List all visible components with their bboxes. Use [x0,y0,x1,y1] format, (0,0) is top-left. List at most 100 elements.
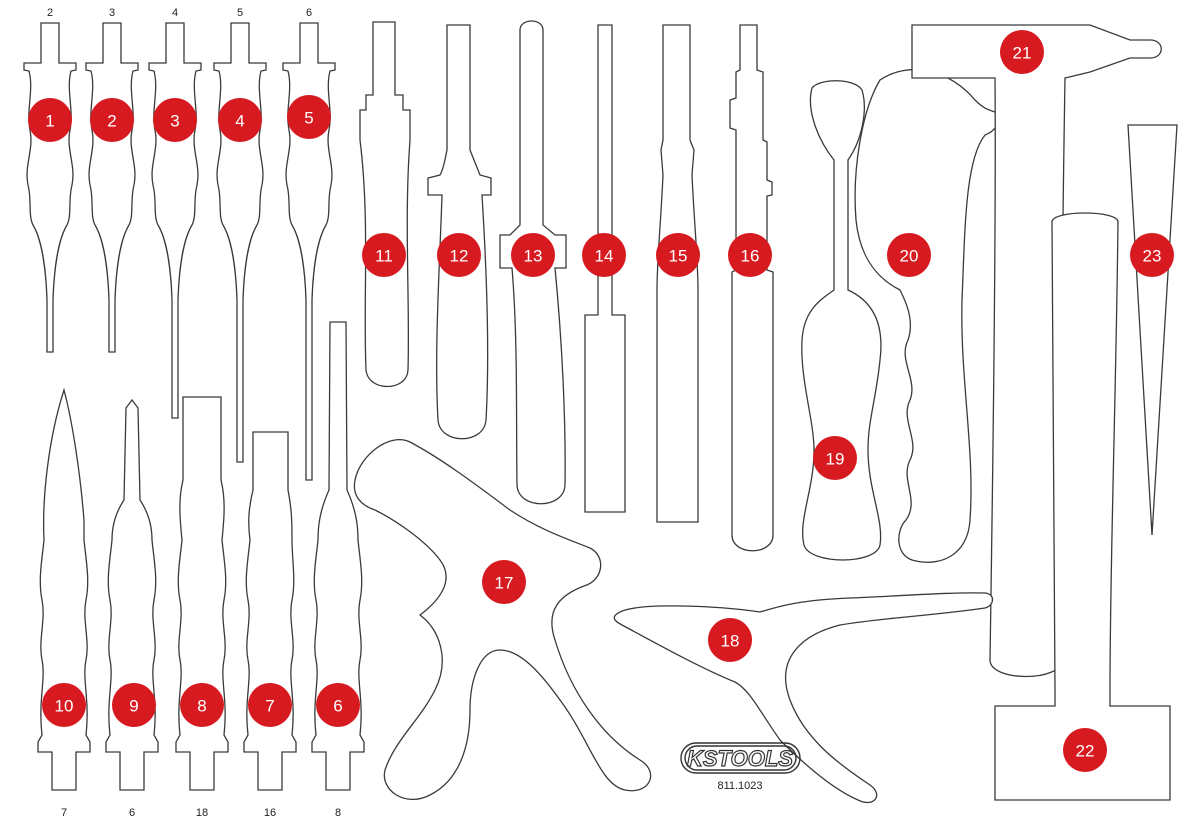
badge-circle [437,233,481,277]
badge-number: 5 [304,109,313,128]
badge-number: 22 [1076,742,1095,761]
badge-number: 9 [129,697,138,716]
badge-number: 21 [1013,44,1032,63]
punch-outline-6 [311,321,365,791]
badge-number: 16 [741,247,760,266]
punch-outline-1 [23,22,77,353]
badge-circle [180,683,224,727]
number-badge: 23 [1130,233,1174,277]
badge-circle [316,683,360,727]
number-badge: 13 [511,233,555,277]
badge-number: 4 [235,112,244,131]
tool-outline-12 [427,24,492,440]
badge-number: 1 [45,112,54,131]
top-size-label: 3 [109,7,115,19]
number-badge: 22 [1063,728,1107,772]
number-badge: 11 [362,233,406,277]
tool-outline-20 [854,68,999,563]
punch-outline-8 [175,396,229,791]
punch-outline-10 [37,387,91,791]
punch-outline-4 [213,22,267,463]
number-badge: 14 [582,233,626,277]
badge-circle [1130,233,1174,277]
ks-tools-logo: KSTOOLS [680,742,801,774]
badge-circle [112,683,156,727]
number-badge: 6 [316,683,360,727]
number-badge: 8 [180,683,224,727]
logo-brand-text: KSTOOLS [687,746,793,771]
badge-number: 14 [595,247,614,266]
top-size-label: 5 [237,7,243,19]
bottom-size-label: 16 [264,807,276,819]
bottom-size-label: 8 [335,807,341,819]
badge-number: 11 [375,247,393,266]
number-badge: 20 [887,233,931,277]
number-badge: 4 [218,98,262,142]
punch-outline-3 [148,22,202,419]
badge-circle [153,98,197,142]
number-badge: 15 [656,233,700,277]
badge-circle [218,98,262,142]
badge-circle [582,233,626,277]
badge-circle [887,233,931,277]
punch-outline-9 [105,398,159,791]
number-badge: 12 [437,233,481,277]
badge-circle [1000,30,1044,74]
badge-circle [656,233,700,277]
badge-number: 19 [826,450,845,469]
bottom-size-label: 6 [129,807,135,819]
punch-outline-7 [243,431,297,791]
badge-number: 2 [107,112,116,131]
number-badge: 3 [153,98,197,142]
badge-number: 12 [450,247,469,266]
tool-outline-16 [729,24,774,552]
tool-outline-17 [353,439,652,801]
badge-circle [287,95,331,139]
badge-circle [511,233,555,277]
tool-outline-19 [801,80,882,561]
badge-circle [42,683,86,727]
badge-circle [708,618,752,662]
tool-outline-23 [1127,124,1178,536]
badge-number: 15 [669,247,688,266]
number-badge: 9 [112,683,156,727]
badge-circle [28,98,72,142]
badge-circle [813,436,857,480]
tool-outline-11 [359,21,411,388]
bottom-size-label: 7 [61,807,67,819]
badge-number: 8 [197,697,206,716]
number-badge: 18 [708,618,752,662]
number-badge: 2 [90,98,134,142]
badge-circle [1063,728,1107,772]
badge-number: 23 [1143,247,1162,266]
punch-outline-5 [282,22,336,481]
badge-number: 6 [333,697,342,716]
badge-circle [362,233,406,277]
number-badge: 7 [248,683,292,727]
top-size-label: 4 [172,7,178,19]
tool-outline-22 [994,212,1171,801]
number-badge: 1 [28,98,72,142]
badge-circle [90,98,134,142]
badge-number: 20 [900,247,919,266]
top-size-label: 2 [47,7,53,19]
number-badge: 5 [287,95,331,139]
badge-number: 13 [524,247,543,266]
part-number: 811.1023 [717,780,762,792]
number-badge: 10 [42,683,86,727]
number-badge: 21 [1000,30,1044,74]
number-badge: 16 [728,233,772,277]
bottom-size-label: 18 [196,807,208,819]
badge-circle [728,233,772,277]
top-size-label: 6 [306,7,312,19]
number-badge: 19 [813,436,857,480]
badge-circle [482,560,526,604]
badge-number: 7 [265,697,274,716]
badge-number: 18 [721,632,740,651]
number-badge: 17 [482,560,526,604]
punch-outline-2 [85,22,139,353]
badge-number: 3 [170,112,179,131]
